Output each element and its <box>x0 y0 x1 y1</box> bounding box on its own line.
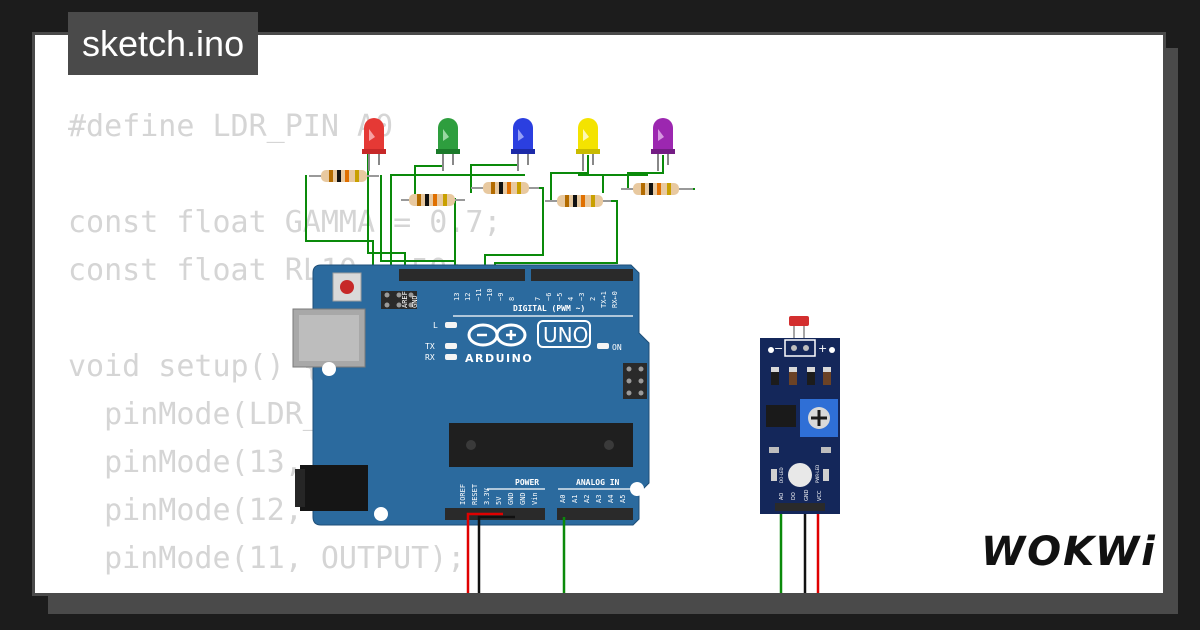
digital-pin-labels: AREF GND 13 12 ~11 ~10 ~9 8 7 ~6 ~5 4 ~3… <box>401 288 619 308</box>
pin-label: GND <box>411 295 419 308</box>
analog-pin-labels: A0 A1 A2 A3 A4 A5 <box>559 495 627 503</box>
pin-label: A0 <box>559 495 567 503</box>
analog-header-label: ANALOG IN <box>576 478 620 487</box>
tx-label: TX <box>425 342 435 351</box>
potentiometer[interactable] <box>800 399 838 437</box>
pin-label: 8 <box>508 297 516 301</box>
wires-bottom <box>466 511 820 593</box>
onboard-indicators: L TX RX ON <box>425 321 622 362</box>
atmega-chip <box>449 423 633 467</box>
reset-button[interactable] <box>332 272 362 302</box>
pin-label: GND <box>507 492 515 505</box>
pin-label: RESET <box>471 483 479 505</box>
led-blue[interactable] <box>511 118 535 171</box>
pin-label: 3.3V <box>483 487 491 505</box>
power-pin-labels: IOREF RESET 3.3V 5V GND GND Vin <box>459 483 539 505</box>
circuit-diagram: AREF GND 13 12 ~11 ~10 ~9 8 7 ~6 ~5 4 ~3… <box>292 118 840 593</box>
pin-label: ~5 <box>556 293 564 301</box>
sensor-pin-labels: AO DO GND VCC <box>779 489 823 501</box>
led-purple[interactable] <box>651 118 675 171</box>
code-line: #define LDR_PIN A0 <box>68 109 394 144</box>
pin-label: AREF <box>401 291 409 308</box>
photoresistor <box>789 316 809 326</box>
arduino-logo: UNO ARDUINO <box>465 320 591 365</box>
l-label: L <box>433 321 438 330</box>
code-line: const float GAMMA = 0.7; <box>68 205 502 240</box>
pin-label: 4 <box>567 297 575 301</box>
plus-label: + <box>818 342 827 355</box>
pin-label: 2 <box>589 297 597 301</box>
board-model: UNO <box>543 323 588 347</box>
pin-label: ~3 <box>578 293 586 301</box>
resistor <box>309 170 379 182</box>
power-jack <box>295 465 368 511</box>
code-line: pinMode(10, OUTPUT); <box>68 583 538 593</box>
wokwi-logo: WOKWi <box>981 529 1157 575</box>
pin-label: A2 <box>583 495 591 503</box>
rx-label: RX <box>425 353 435 362</box>
resistor <box>401 194 465 206</box>
pin-label: A5 <box>619 495 627 503</box>
resistors <box>309 170 693 207</box>
pin-label: A4 <box>607 495 615 503</box>
digital-header <box>399 269 633 281</box>
on-label: ON <box>612 343 622 352</box>
power-header-label: POWER <box>515 478 539 487</box>
icsp2-header <box>623 363 647 399</box>
pin-label: IOREF <box>459 484 467 505</box>
led-green[interactable] <box>436 118 460 171</box>
sketch-title: sketch.ino <box>68 12 259 75</box>
led-label: DO-LED <box>779 467 784 483</box>
pin-label: ~6 <box>545 293 553 301</box>
led-yellow[interactable] <box>576 118 600 171</box>
pin-label: ~11 <box>475 288 483 301</box>
analog-header <box>557 508 633 520</box>
led-label: PWR-LED <box>815 465 820 483</box>
pin-label: GND <box>804 489 810 501</box>
resistor <box>621 183 693 195</box>
comparator-chip <box>766 405 796 427</box>
resistor <box>471 182 539 194</box>
pin-label: 12 <box>464 293 472 301</box>
pin-label: 5V <box>495 496 503 505</box>
ldr-sensor-module[interactable]: − + DO-LED PWR-LED AO DO <box>760 316 840 514</box>
minus-label: − <box>774 342 783 355</box>
pin-label: A3 <box>595 495 603 503</box>
usb-port <box>292 308 366 368</box>
code-line: pinMode(11, OUTPUT); <box>68 541 466 576</box>
pin-label: ~10 <box>486 288 494 301</box>
pin-label: DO <box>791 492 797 500</box>
board-name: ARDUINO <box>465 352 533 365</box>
pin-label: ~9 <box>497 293 505 301</box>
pin-label: 13 <box>453 293 461 301</box>
arduino-uno[interactable]: AREF GND 13 12 ~11 ~10 ~9 8 7 ~6 ~5 4 ~3… <box>292 264 650 526</box>
pin-label: 7 <box>534 297 542 301</box>
pin-label: RX←0 <box>611 291 619 308</box>
digital-header-label: DIGITAL (PWM ~) <box>513 304 585 313</box>
pin-label: VCC <box>817 490 823 501</box>
led-red[interactable] <box>362 118 386 171</box>
resistor <box>545 195 611 207</box>
preview-card: #define LDR_PIN A0 const float GAMMA = 0.… <box>32 32 1166 596</box>
leds <box>362 118 675 171</box>
icsp-header <box>381 291 417 309</box>
pin-label: GND <box>519 492 527 505</box>
pin-label: A1 <box>571 495 579 503</box>
pin-label: AO <box>779 493 785 500</box>
power-led <box>788 463 812 487</box>
pin-label: Vin <box>531 492 539 505</box>
pin-label: TX→1 <box>600 291 608 308</box>
